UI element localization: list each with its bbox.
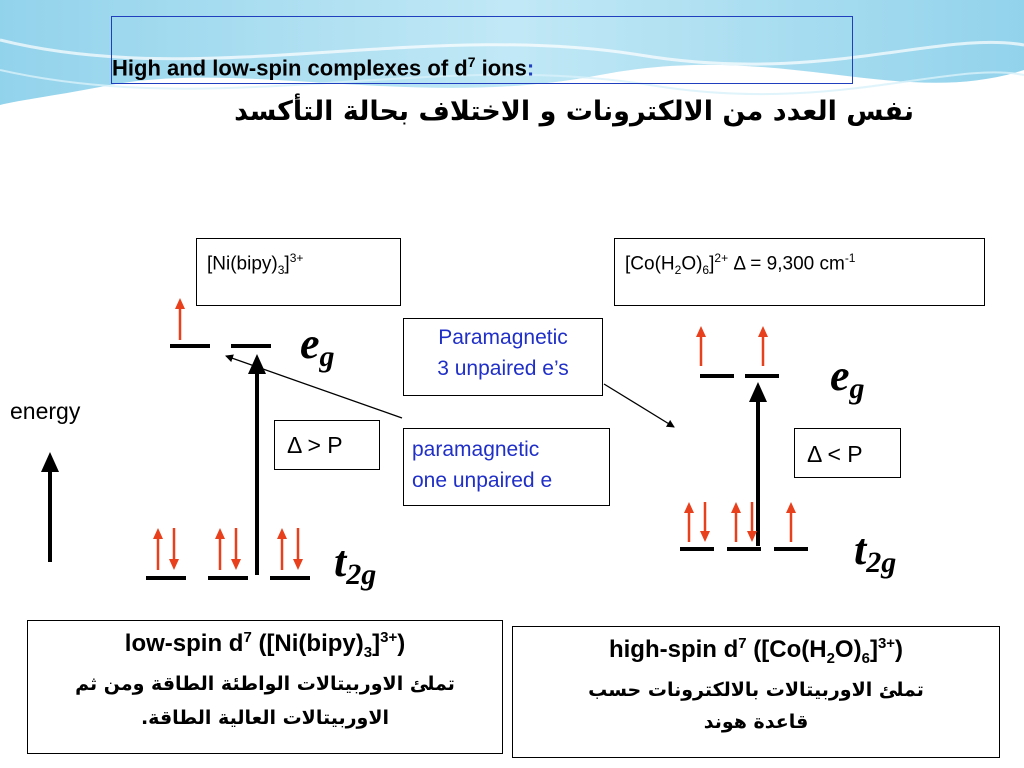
high-spin-eg-electron-1-up (696, 326, 706, 366)
delta-greater-box: Δ > P (274, 420, 380, 470)
high-spin-eg-label: eg (830, 351, 865, 405)
right-complex-box: [Co(H2O)6]2+ Δ = 9,300 cm-1 (614, 238, 985, 306)
title-frame (111, 16, 853, 84)
low-spin-t2g-electron-1-up (153, 528, 163, 570)
high-spin-t2g-electron-1-up (684, 502, 694, 542)
pointer-high-spin (603, 383, 675, 428)
low-spin-eg-electron-1-up (175, 298, 185, 340)
low-spin-t2g-label: t2g (334, 537, 377, 591)
high-spin-caption-arabic-line2: قاعدة هوند (703, 711, 809, 733)
low-spin-t2g-electron-2-up (215, 528, 225, 570)
low-spin-electrons (153, 298, 303, 570)
high-spin-note-box: Paramagnetic 3 unpaired e’s (403, 318, 603, 396)
high-spin-caption-title: high-spin d7 ([Co(H2O)6]3+) (608, 635, 904, 667)
low-spin-note-box: paramagnetic one unpaired e (403, 428, 610, 506)
low-spin-caption-title: low-spin d7 ([Ni(bipy)3]3+) (124, 629, 406, 661)
high-spin-eg-electron-2-up (758, 326, 768, 366)
delta-less-box: Δ < P (794, 428, 901, 478)
low-spin-note-line2: one unpaired e (412, 469, 553, 492)
low-spin-caption-arabic-line2: الاوربيتالات العالية الطاقة. (140, 707, 390, 729)
slide-subtitle-arabic: نفس العدد من الالكترونات و الاختلاف بحال… (234, 96, 914, 127)
low-spin-eg-label: eg (300, 319, 335, 373)
high-spin-note-line1: Paramagnetic (438, 326, 568, 349)
low-spin-t2g-electron-3-down (293, 528, 303, 570)
slide-title: High and low-spin complexes of d7 ions: (112, 54, 535, 81)
right-complex-formula: [Co(H2O)6]2+ Δ = 9,300 cm-1 (625, 251, 856, 278)
left-complex-formula: [Ni(bipy)3]3+ (207, 251, 304, 278)
high-spin-note-line2: 3 unpaired e’s (437, 357, 569, 380)
energy-label: energy (10, 398, 81, 424)
low-spin-note-line1: paramagnetic (412, 438, 540, 461)
delta-greater-text: Δ > P (287, 432, 343, 458)
pointer-low-spin (225, 354, 403, 419)
low-spin-t2g-electron-3-up (277, 528, 287, 570)
high-spin-t2g-electron-2-up (731, 502, 741, 542)
high-spin-caption-arabic-line1: تملئ الاوربيتالات بالالكترونات حسب (588, 679, 924, 701)
energy-axis-arrow (41, 452, 59, 562)
high-spin-electrons (684, 326, 796, 542)
high-spin-transition-arrow (749, 382, 767, 546)
low-spin-caption-arabic-line1: تملئ الاوربيتالات الواطئة الطاقة ومن ثم (75, 673, 455, 695)
delta-less-text: Δ < P (807, 441, 863, 467)
high-spin-t2g-label: t2g (854, 525, 897, 579)
high-spin-t2g-electron-2-down (747, 502, 757, 542)
high-spin-t2g-electron-3-up (786, 502, 796, 542)
high-spin-caption-box: high-spin d7 ([Co(H2O)6]3+) تملئ الاوربي… (512, 626, 1000, 758)
low-spin-transition-arrow (248, 354, 266, 575)
left-complex-box: [Ni(bipy)3]3+ (196, 238, 401, 306)
low-spin-caption-box: low-spin d7 ([Ni(bipy)3]3+) تملئ الاوربي… (27, 620, 503, 754)
high-spin-t2g-electron-1-down (700, 502, 710, 542)
low-spin-t2g-electron-2-down (231, 528, 241, 570)
low-spin-t2g-electron-1-down (169, 528, 179, 570)
